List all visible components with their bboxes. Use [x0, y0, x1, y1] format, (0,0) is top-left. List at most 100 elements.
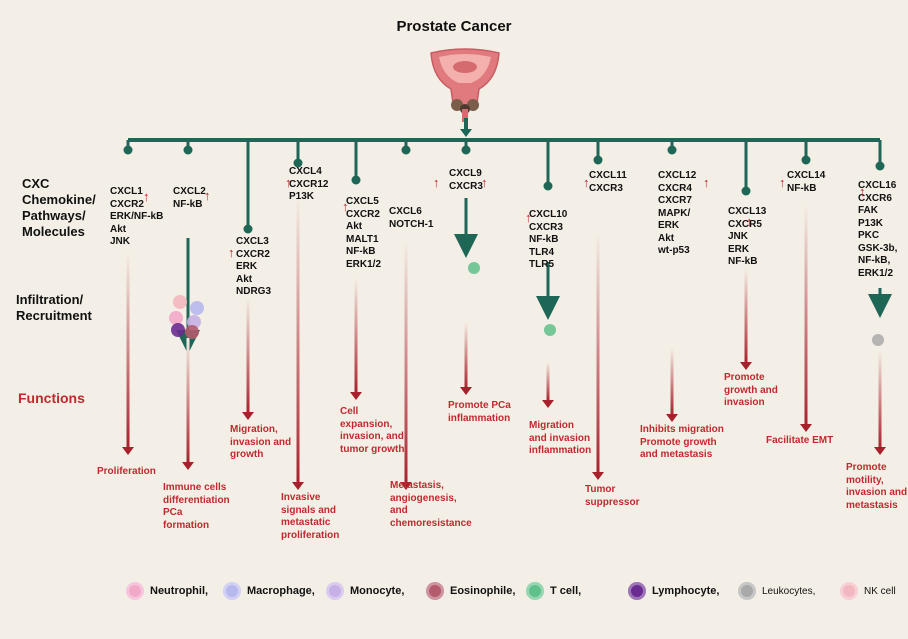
molecule-label: CXCR7 — [658, 195, 692, 206]
molecule-label: JNK — [728, 231, 749, 242]
function-arrowhead — [292, 482, 304, 490]
function-line: Immune cells — [163, 482, 227, 493]
molecule-label: Akt — [658, 232, 675, 244]
molecule-label: ERK — [236, 261, 258, 272]
function-line: formation — [163, 519, 210, 531]
function-arrowhead — [242, 412, 254, 420]
molecule-label: CXCR3 — [589, 182, 623, 194]
section-label-pathways: Pathways/ — [22, 208, 86, 223]
leukocyte-icon — [738, 582, 756, 600]
branch-node — [667, 145, 677, 155]
prostate-organ-icon — [430, 48, 500, 122]
function-line: and invasion — [529, 432, 591, 444]
molecule-label: MALT1 — [346, 233, 379, 245]
legend-label: T cell, — [550, 585, 582, 597]
immune-cell-icon — [190, 301, 204, 315]
function-line: Invasive — [281, 492, 321, 503]
molecule-label: CXCR2 — [236, 248, 270, 260]
legend-item: Monocyte, — [326, 582, 404, 600]
legend-item: Neutrophil, — [126, 582, 208, 600]
legend-item: T cell, — [526, 582, 581, 600]
molecule-label: CXCL3 — [236, 236, 269, 247]
molecule-label: ERK1/2 — [346, 258, 382, 270]
molecule-label: wt-p53 — [658, 245, 690, 256]
molecule-label: CXCR12 — [289, 178, 329, 190]
function-line: Promote — [846, 462, 887, 473]
function-line: Migration, — [230, 424, 278, 435]
molecule-label: CXCL6 — [389, 206, 422, 217]
molecule-label: CXCL12 — [658, 170, 697, 181]
molecule-label: CXCR2 — [346, 208, 380, 220]
molecule-label: CXCL11 — [589, 170, 627, 181]
molecule-label: CXCL14 — [787, 170, 826, 181]
legend-label: Macrophage, — [247, 585, 315, 597]
molecule-label: Akt — [236, 273, 253, 285]
function-line: chemoresistance — [390, 517, 472, 529]
function-arrowhead — [874, 447, 886, 455]
macrophage-icon — [223, 582, 241, 600]
legend-label: Leukocytes, — [762, 585, 816, 597]
function-line: Proliferation — [97, 466, 156, 477]
function-arrow-shaft — [246, 298, 250, 414]
function-arrowhead — [800, 424, 812, 432]
function-arrow-shaft — [354, 278, 358, 394]
molecule-label: CXCL1 — [110, 186, 143, 197]
function-label: Proliferation — [97, 466, 156, 479]
immune-cell-icon — [171, 323, 185, 337]
molecule-label: NF-kB — [346, 246, 376, 257]
function-arrow-shaft — [296, 195, 300, 484]
upregulation-arrow-icon: ↑ — [525, 210, 532, 225]
function-line: tumor growth — [340, 443, 405, 455]
function-line: growth and — [724, 384, 778, 396]
molecule-label: ERK1/2 — [858, 267, 894, 279]
branch-node — [401, 145, 411, 155]
nk-cell-icon — [840, 582, 858, 600]
molecule-label: CXCL4 — [289, 166, 322, 177]
neutrophil-icon — [126, 582, 144, 600]
function-arrowhead — [460, 387, 472, 395]
molecule-label: P13K — [289, 191, 315, 202]
molecule-label: ERK — [658, 220, 680, 231]
legend-label: Neutrophil, — [150, 585, 209, 597]
function-line: growth — [230, 449, 264, 460]
function-arrowhead — [350, 392, 362, 400]
upregulation-arrow-icon: ↑ — [342, 199, 349, 214]
branch-node — [741, 186, 751, 196]
function-line: Metastasis, — [390, 480, 444, 491]
molecule-label: TLR5 — [529, 259, 554, 270]
function-arrow-shaft — [126, 252, 130, 449]
molecule-label: CXCR3 — [529, 221, 563, 233]
legend-label: Eosinophile, — [450, 585, 516, 597]
function-arrow-shaft — [596, 232, 600, 474]
molecule-label: GSK-3b, — [858, 242, 898, 254]
branch-node — [593, 155, 603, 165]
molecule-label: FAK — [858, 205, 878, 216]
function-line: differentiation — [163, 494, 230, 506]
molecule-label: Akt — [110, 223, 127, 235]
molecule-label: CXCL2 — [173, 186, 206, 197]
molecule-label: CXCL13 — [728, 206, 767, 217]
function-arrowhead — [400, 482, 412, 490]
function-line: and — [390, 505, 408, 516]
function-line: invasion and — [846, 487, 908, 498]
upregulation-arrow-icon: ↑ — [703, 175, 710, 190]
function-line: invasion — [724, 397, 765, 408]
t-cell-icon — [526, 582, 544, 600]
function-line: Migration — [529, 420, 574, 431]
branch-node — [351, 175, 361, 185]
function-arrow-shaft — [404, 240, 408, 484]
molecule-label: NDRG3 — [236, 286, 272, 297]
molecule-label: NOTCH-1 — [389, 218, 434, 230]
